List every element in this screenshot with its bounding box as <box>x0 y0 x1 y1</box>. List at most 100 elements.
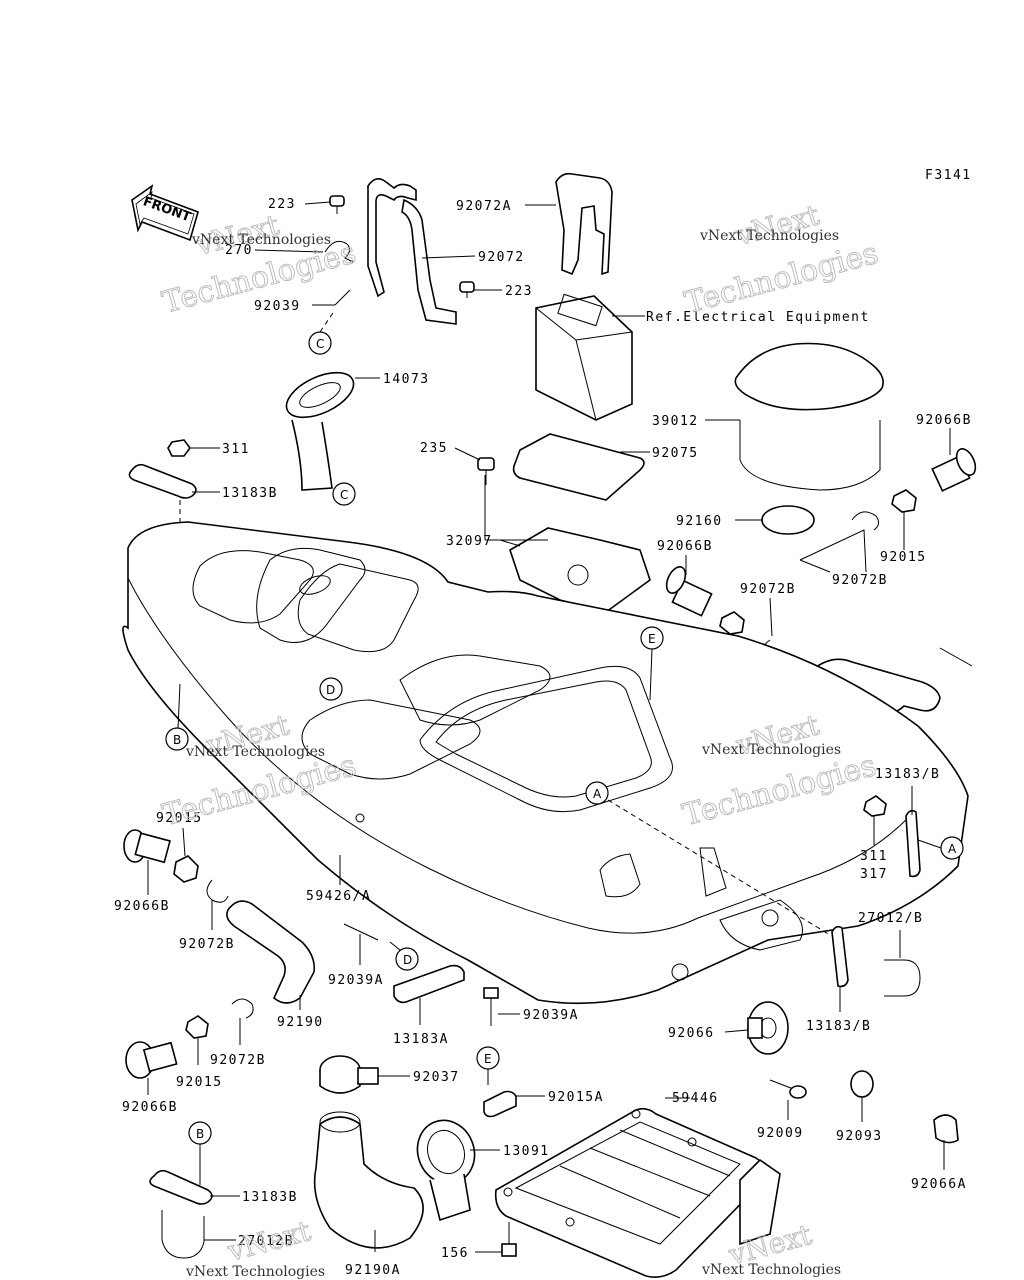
nut-92015-right <box>891 489 917 513</box>
fitting-92066b-mid <box>665 566 713 617</box>
clamp-band-92037 <box>319 1055 379 1094</box>
label-311: 311 <box>222 442 250 457</box>
svg-text:Technologies: Technologies <box>681 236 882 321</box>
label-92093: 92093 <box>836 1129 883 1144</box>
ring-13091 <box>416 1119 476 1222</box>
pad-92075 <box>512 433 645 501</box>
plate-13183a <box>393 964 465 1004</box>
plate-13183b-top <box>128 463 197 499</box>
fitting-92066b-right <box>931 448 977 492</box>
bolt-235 <box>477 457 495 485</box>
clamp-92072b-left <box>206 879 229 903</box>
nut-311 <box>167 439 191 457</box>
svg-text:vNext Technologies: vNext Technologies <box>701 1262 841 1278</box>
nut-92015-mid <box>719 611 745 635</box>
fitting-92066b-left <box>123 829 171 864</box>
watermark-bottom-left: vNext vNext Technologies <box>185 1214 325 1280</box>
washer-92093 <box>850 1070 874 1098</box>
storage-bin-39012 <box>734 342 884 491</box>
label-223-mid: 223 <box>505 284 533 299</box>
callout-e-hull-text: E <box>648 632 656 646</box>
screw-92009 <box>769 1079 807 1099</box>
flange-92066 <box>747 1001 789 1055</box>
elbow-hose-92190a <box>313 1116 424 1249</box>
rivet-92039a-mid <box>483 987 499 1026</box>
label-92066b-low: 92066B <box>122 1100 178 1115</box>
label-317: 317 <box>860 867 888 882</box>
svg-text:vNext Technologies: vNext Technologies <box>699 228 839 244</box>
callout-a-hull-text: A <box>593 787 602 801</box>
grommet-14073 <box>285 371 355 491</box>
svg-text:vNext Technologies: vNext Technologies <box>185 1264 325 1280</box>
ubolt-27012b <box>161 1210 205 1259</box>
label-92066: 92066 <box>668 1026 715 1041</box>
callout-a-right-text: A <box>948 842 957 856</box>
label-156: 156 <box>441 1246 469 1261</box>
label-59426a: 59426/A <box>306 889 371 904</box>
label-92015-left: 92015 <box>156 811 203 826</box>
callout-c-hull-text: C <box>340 488 348 502</box>
label-92066b-right: 92066B <box>916 413 972 428</box>
label-13183slashb: 13183/B <box>875 767 940 782</box>
intake-grate-59446 <box>494 1107 781 1278</box>
bolt-223-top <box>329 195 345 214</box>
label-92190a: 92190A <box>345 1263 401 1278</box>
ubolt-27012slashb <box>884 959 921 997</box>
rivet-92039a-left <box>343 923 379 941</box>
nut-92015-left <box>173 855 199 883</box>
cap-92066a <box>933 1114 959 1144</box>
battery <box>535 293 633 421</box>
label-27012slashb: 27012/B <box>858 911 923 926</box>
bracket-92015a <box>483 1090 517 1118</box>
label-92066b-mid: 92066B <box>657 539 713 554</box>
label-92015-low: 92015 <box>176 1075 223 1090</box>
label-13091: 13091 <box>503 1144 550 1159</box>
svg-text:vNext: vNext <box>223 1214 314 1268</box>
callout-d-low-text: D <box>403 953 412 967</box>
label-92039a-left: 92039A <box>328 973 384 988</box>
bolt-223-mid <box>459 281 475 298</box>
cap-92160 <box>761 505 815 535</box>
label-270: 270 <box>225 243 253 258</box>
label-92072b-low: 92072B <box>210 1053 266 1068</box>
label-235: 235 <box>420 441 448 456</box>
callout-b-low-text: B <box>196 1127 204 1141</box>
label-13183b-top: 13183B <box>222 486 278 501</box>
label-14073: 14073 <box>383 372 430 387</box>
bolt-156 <box>501 1222 517 1257</box>
label-92072a: 92072A <box>456 199 512 214</box>
clip-270 <box>324 240 354 263</box>
label-92072b-mid: 92072B <box>740 582 796 597</box>
svg-text:vNext Technologies: vNext Technologies <box>701 742 841 758</box>
hose-92190-left <box>226 900 316 1004</box>
callout-d-hull <box>319 677 343 701</box>
battery-strap-92072a <box>555 172 613 276</box>
label-32097: 32097 <box>446 534 493 549</box>
plate-13183b-low <box>149 1169 213 1205</box>
label-27012b: 27012B <box>238 1234 294 1249</box>
callout-d-low <box>395 947 419 971</box>
label-92015-right: 92015 <box>880 550 927 565</box>
battery-strap-92072 <box>367 178 457 325</box>
watermark-top-right: vNext Technologies vNext Technologies <box>681 198 883 322</box>
label-92039: 92039 <box>254 299 301 314</box>
clamp-92072b-low <box>231 998 254 1019</box>
label-311b: 311 <box>860 849 888 864</box>
label-92066b-left: 92066B <box>114 899 170 914</box>
callout-c-top-text: C <box>316 337 324 351</box>
front-arrow-icon: FRONT <box>131 184 199 242</box>
label-92037: 92037 <box>413 1070 460 1085</box>
watermark-bottom-right: vNext vNext Technologies <box>701 1217 841 1278</box>
figure-code: F3141 <box>925 168 972 183</box>
label-92066a: 92066A <box>911 1177 967 1192</box>
label-39012: 39012 <box>652 414 699 429</box>
callout-a-hull <box>585 781 609 805</box>
label-223-top: 223 <box>268 197 296 212</box>
label-92190-left: 92190 <box>277 1015 324 1030</box>
callout-d-hull-text: D <box>326 683 335 697</box>
svg-text:vNext Technologies: vNext Technologies <box>191 232 331 248</box>
svg-text:vNext Technologies: vNext Technologies <box>185 744 325 760</box>
callout-c-hull <box>332 482 356 506</box>
label-92039a-mid: 92039A <box>523 1008 579 1023</box>
